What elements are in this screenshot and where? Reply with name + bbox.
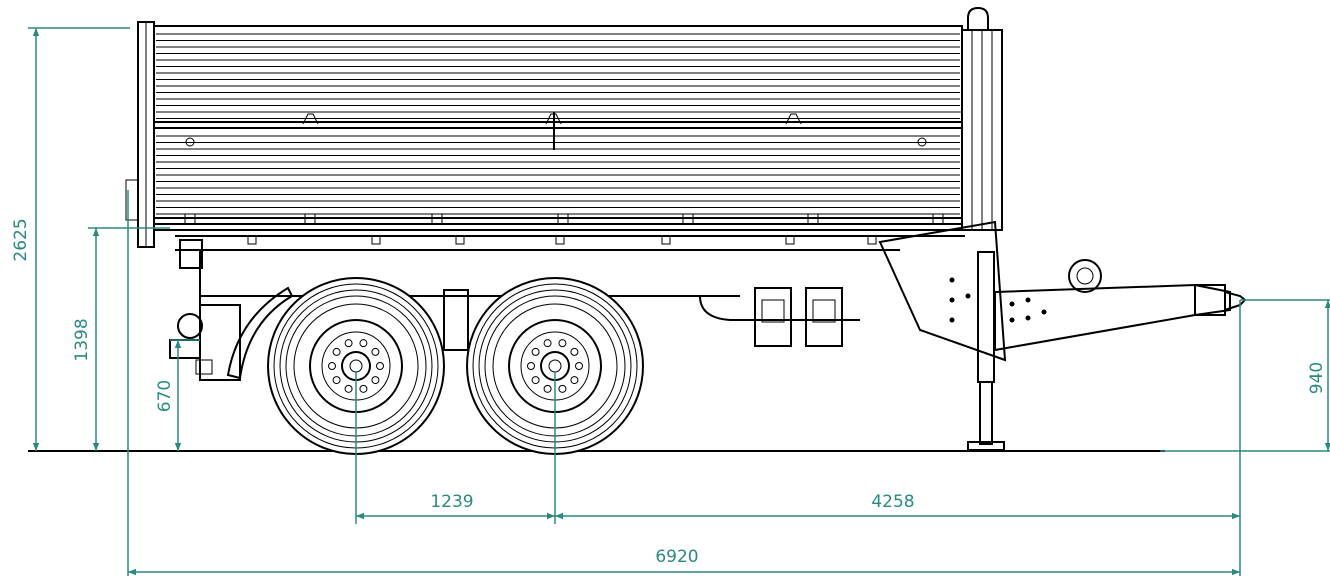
dimension-lines [28,27,1330,576]
body-slats [156,33,960,215]
dimensions: 2625 1398 670 940 1239 4258 6920 [11,27,1330,576]
dim-drawbar-height-label: 940 [1307,362,1327,394]
wheels [267,277,644,455]
body-panel [153,25,963,245]
rear-post [125,21,155,248]
spring-hanger [443,289,469,351]
dim-frame-height-label: 1398 [72,318,92,361]
side-locks [185,113,927,147]
front-ladder [961,6,1003,231]
trailer-body [28,6,1247,455]
dim-axle-spacing-label: 1239 [430,492,473,512]
hydraulic-blocks [754,287,843,347]
drawbar-bolts [949,277,1047,323]
drawbar [878,220,1247,362]
dim-axle-to-hitch-label: 4258 [871,492,914,512]
support-leg [967,251,1005,451]
dim-hitch-low-label: 670 [155,380,175,412]
chassis-frame [175,235,965,321]
rear-lights [169,239,241,381]
dim-overall-length-label: 6920 [655,547,698,567]
dim-total-height-label: 2625 [11,218,31,261]
